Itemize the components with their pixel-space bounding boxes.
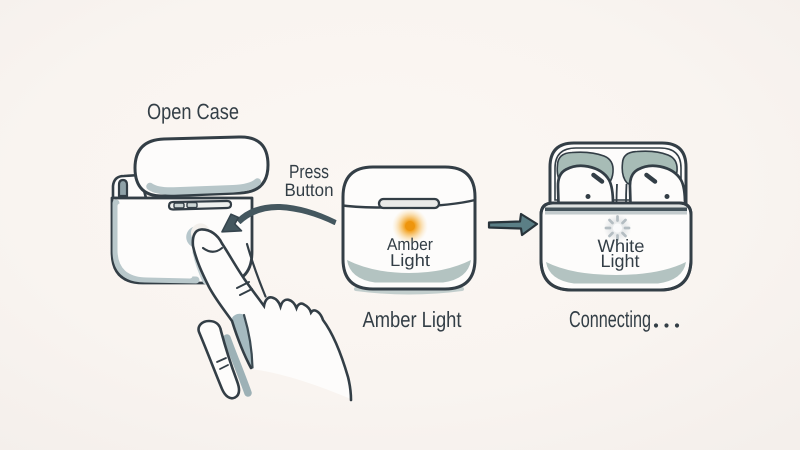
svg-text:Button: Button — [285, 180, 334, 200]
svg-text:Open Case: Open Case — [147, 99, 239, 124]
svg-text:Amber Light: Amber Light — [363, 307, 462, 332]
svg-text:Press: Press — [289, 162, 329, 183]
svg-text:Light: Light — [390, 251, 430, 270]
svg-text:White: White — [598, 236, 645, 256]
svg-text:Amber: Amber — [387, 235, 433, 254]
svg-text:Light: Light — [601, 251, 640, 271]
svg-text:Connecting: Connecting — [569, 306, 651, 332]
